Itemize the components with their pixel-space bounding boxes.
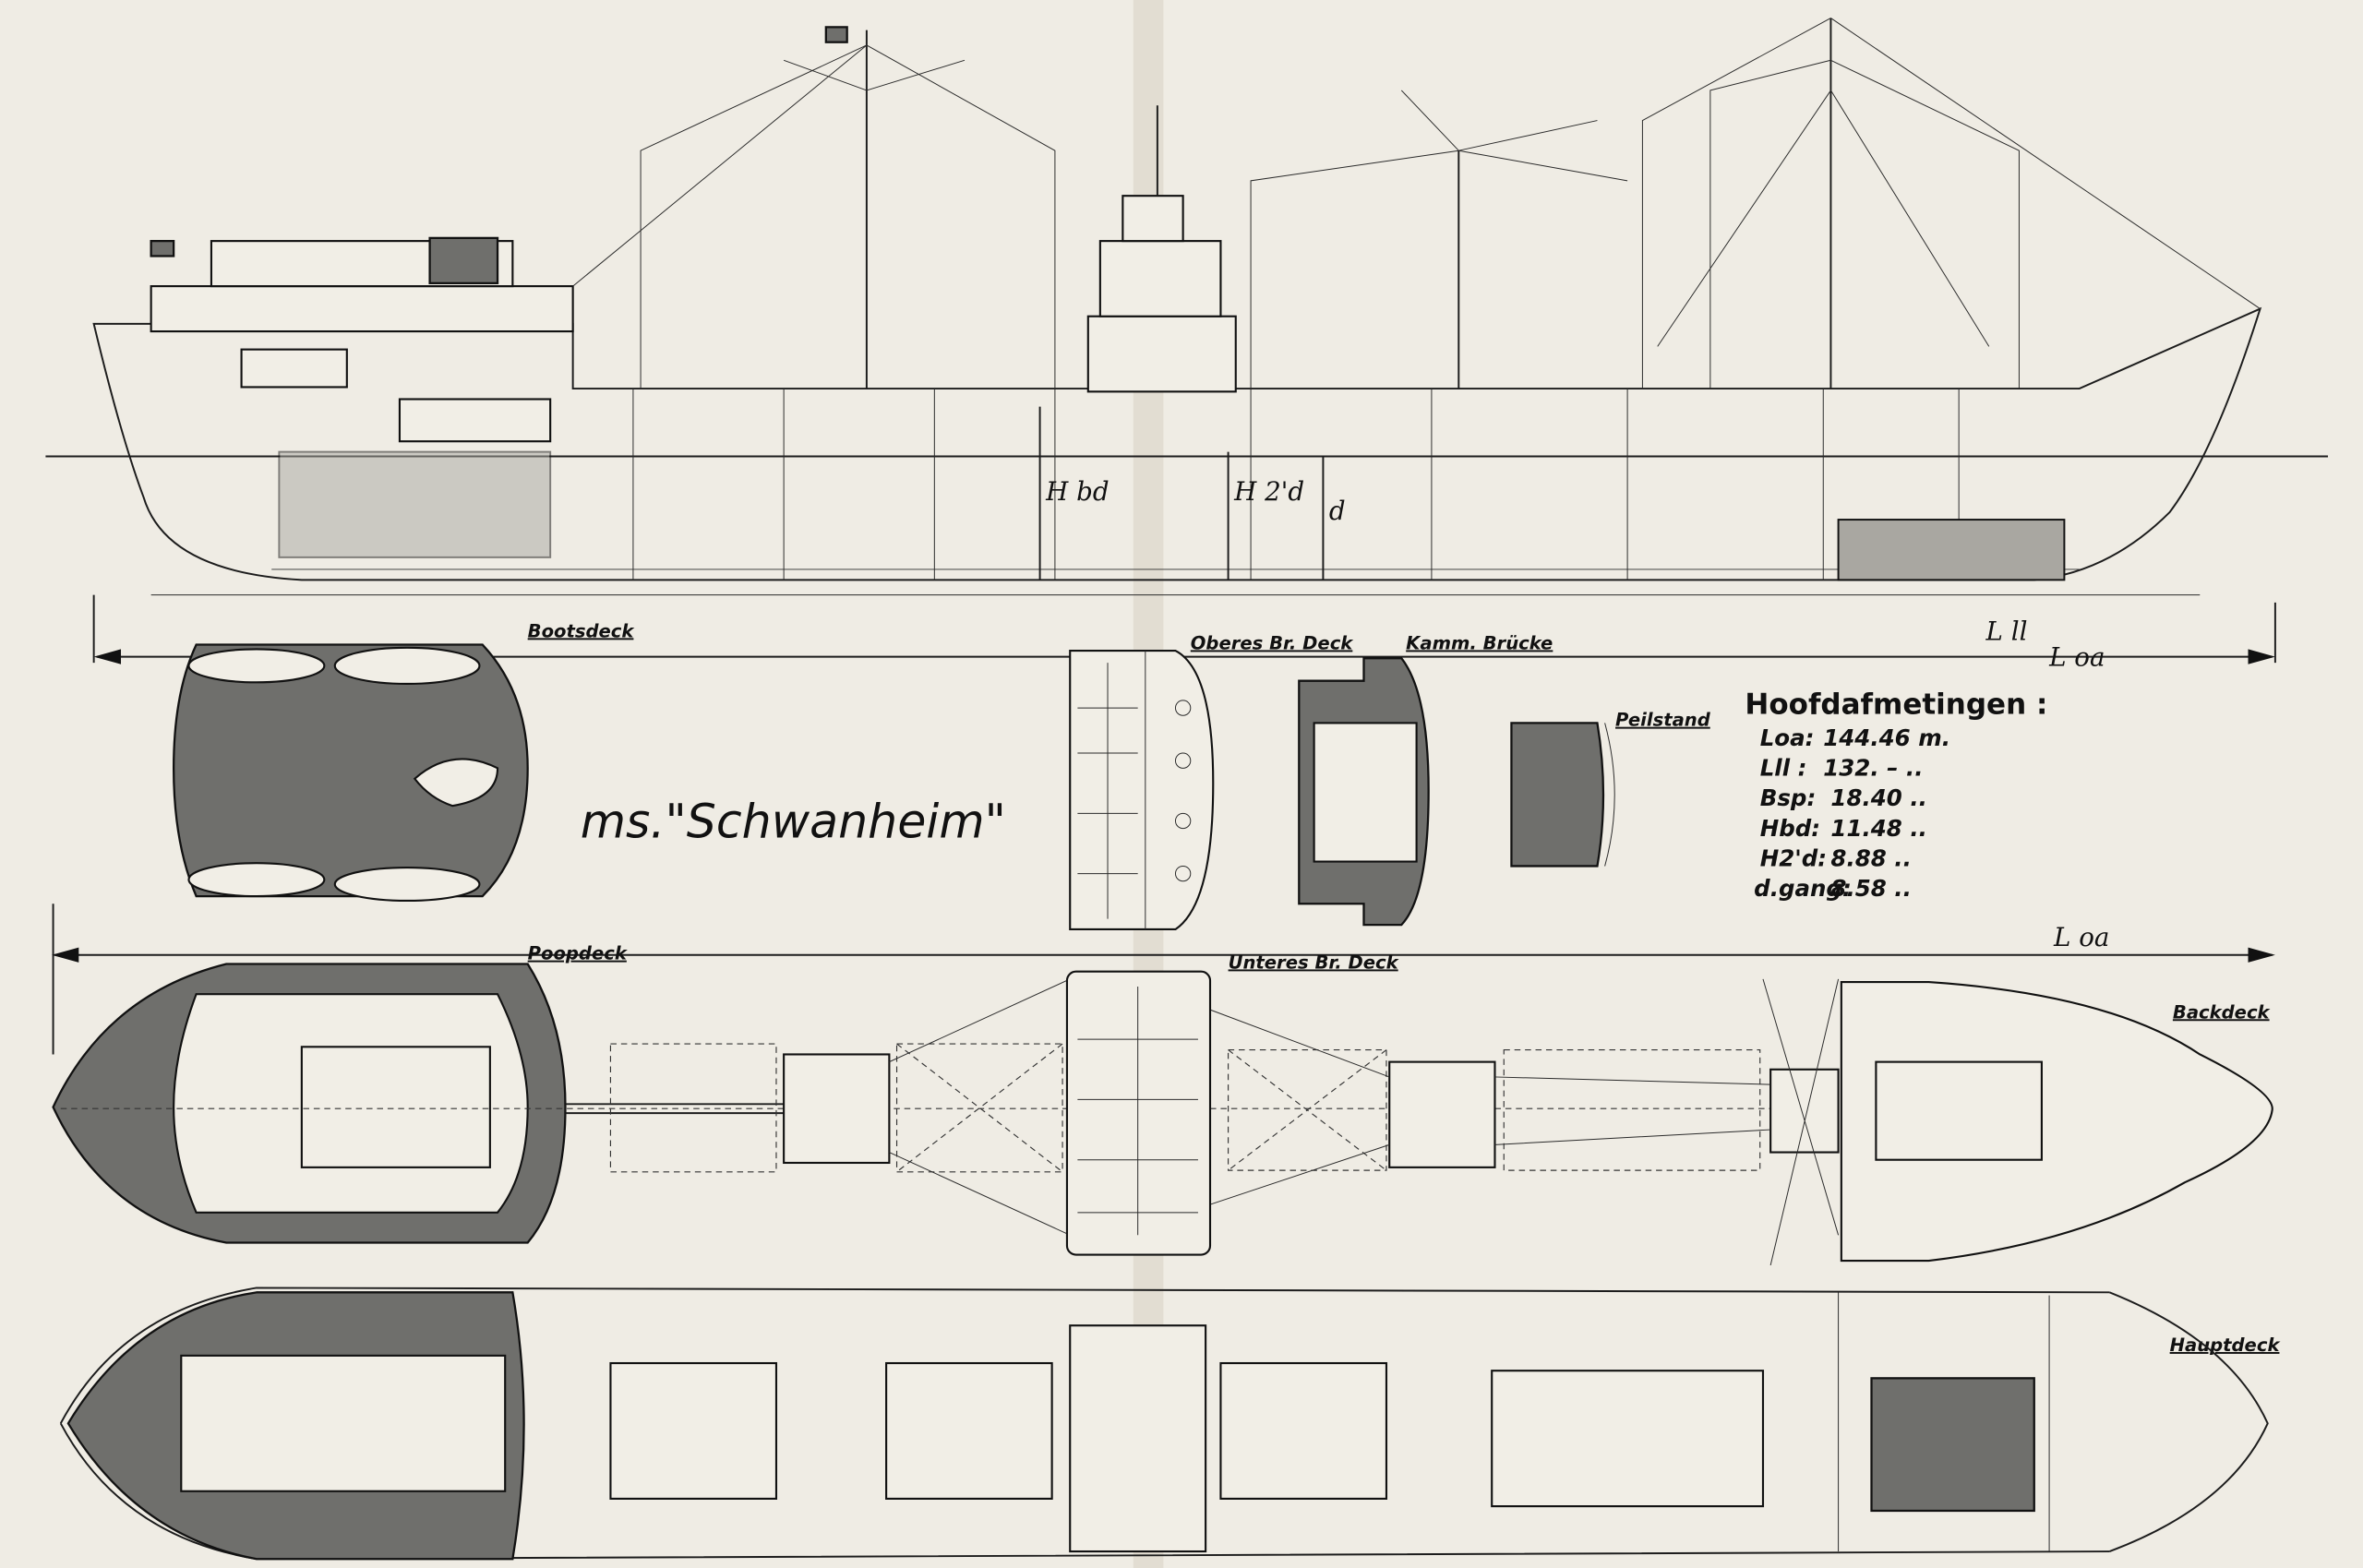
oberes-br-deck-plan <box>1069 649 1215 931</box>
main-dimensions-table: Hoofdafmetingen : Loa: 144.46 m. Lll : 132… <box>1745 688 2047 902</box>
funnel <box>428 236 499 284</box>
label-bootsdeck: Bootsdeck <box>528 620 636 641</box>
upper-hatches <box>609 978 1840 1236</box>
ship-name-title: ms."Schwanheim" <box>581 794 1006 848</box>
draft-symbol: d <box>1329 496 1346 526</box>
dim-value: 132. – .. <box>1823 755 1923 782</box>
hauptdeck-plan <box>59 1287 2269 1561</box>
h-bd-symbol: H bd <box>1045 476 1110 507</box>
dim-label: Hbd: <box>1760 815 1820 842</box>
kamm-brucke-plan <box>1298 657 1430 927</box>
length-arrow-mid: L oa <box>51 904 2275 1055</box>
h-2d-symbol: H 2'd <box>1233 476 1304 507</box>
label-backdeck: Backdeck <box>2173 1001 2272 1023</box>
bridge-house <box>1086 315 1237 393</box>
poopdeck-plan <box>52 963 567 1244</box>
peilstand-plan <box>1510 722 1615 868</box>
dim-value: 8.58 .. <box>1830 875 1911 902</box>
dim-value: 18.40 .. <box>1830 784 1927 811</box>
dim-value: 144.46 m. <box>1823 724 1950 751</box>
dim-label: H2'd: <box>1760 844 1827 871</box>
dim-value: 11.48 .. <box>1830 815 1927 842</box>
label-peilstand: Peilstand <box>1615 710 1711 731</box>
forepeak-tank <box>1837 519 2066 581</box>
label-poopdeck: Poopdeck <box>528 943 629 964</box>
dim-label: Bsp: <box>1760 784 1817 811</box>
l-oa-symbol-2: L oa <box>2053 922 2109 952</box>
dim-label: Lll : <box>1760 755 1807 782</box>
bootsdeck-plan <box>172 643 529 903</box>
unteres-br-deck-plan <box>1065 970 1212 1256</box>
dimensions-heading: Hoofdafmetingen : <box>1745 688 2047 722</box>
label-oberes-br-deck: Oberes Br. Deck <box>1191 632 1355 653</box>
backdeck-plan <box>1762 978 2273 1266</box>
dim-value: 8.88 .. <box>1830 844 1911 871</box>
l-ll-symbol: L ll <box>1985 616 2028 647</box>
label-kamm-brucke: Kamm. Brücke <box>1406 632 1553 653</box>
l-oa-symbol: L oa <box>2048 641 2105 672</box>
masts-and-derricks <box>150 18 2261 389</box>
dim-label: d.gang: <box>1754 875 1852 902</box>
side-profile: H bd H 2'd d L ll <box>45 18 2329 647</box>
dim-label: Loa: <box>1760 724 1815 751</box>
label-unteres-br-deck: Unteres Br. Deck <box>1229 952 1400 973</box>
label-hauptdeck: Hauptdeck <box>2170 1335 2282 1356</box>
